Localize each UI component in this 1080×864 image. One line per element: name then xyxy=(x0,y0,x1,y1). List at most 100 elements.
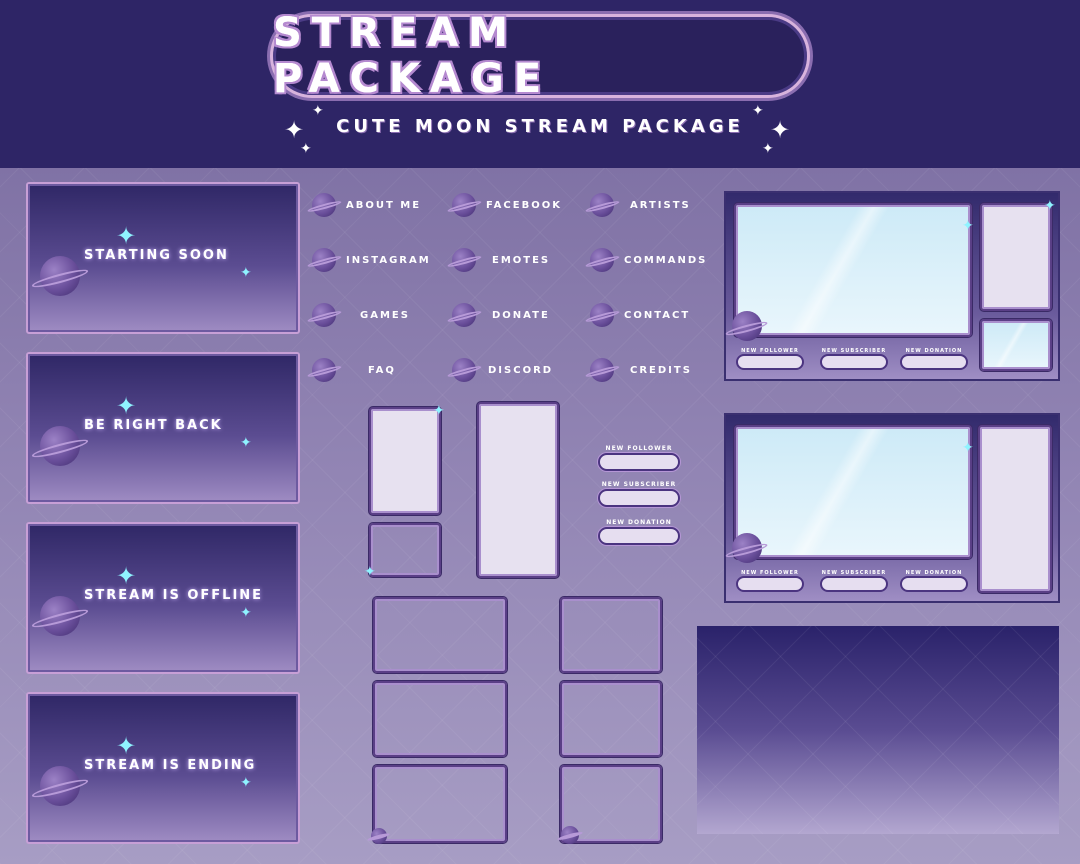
alert-new-subscriber: NEW SUBSCRIBER xyxy=(598,480,680,507)
webcam-frame xyxy=(373,765,507,843)
layout-label: NEW FOLLOWER xyxy=(741,570,799,576)
planet-icon xyxy=(732,533,762,563)
planet-icon xyxy=(590,358,614,382)
scene-stream-offline: ✦ ✦ STREAM IS OFFLINE xyxy=(26,522,300,674)
alert-box xyxy=(736,576,804,592)
panel-faq: FAQ xyxy=(312,355,396,385)
alert-box xyxy=(598,527,680,545)
sparkle-icon: ✦ xyxy=(240,265,252,281)
planet-icon xyxy=(312,303,336,327)
webcam-frame-vertical xyxy=(369,407,441,515)
header-banner: STREAM PACKAGE CUTE MOON STREAM PACKAGE … xyxy=(0,0,1080,168)
panel-label: CREDITS xyxy=(630,364,692,376)
sparkle-icon: ✦ xyxy=(240,435,252,451)
planet-icon xyxy=(590,303,614,327)
alert-new-donation: NEW DONATION xyxy=(598,518,680,545)
panel-label: ARTISTS xyxy=(630,199,691,211)
scene-label: STREAM IS ENDING xyxy=(84,758,257,773)
scene-label: STARTING SOON xyxy=(84,248,229,263)
webcam-frame xyxy=(560,681,662,757)
panel-artists: ARTISTS xyxy=(590,190,691,220)
sparkle-icon: ✦ xyxy=(284,116,305,144)
chat-frame xyxy=(477,402,559,578)
panel-about-me: ABOUT ME xyxy=(312,190,421,220)
game-screen-frame xyxy=(734,203,972,337)
planet-icon xyxy=(590,193,614,217)
panel-label: FACEBOOK xyxy=(486,199,562,211)
sparkle-icon: ✦ xyxy=(240,605,252,621)
planet-icon xyxy=(40,596,80,636)
panel-games: GAMES xyxy=(312,300,410,330)
sparkle-icon: ✦ xyxy=(364,564,376,580)
sparkle-icon: ✦ xyxy=(962,218,974,234)
sparkle-icon: ✦ xyxy=(770,116,791,144)
panel-commands: COMMANDS xyxy=(590,245,707,275)
panel-label: FAQ xyxy=(368,364,396,376)
sparkle-icon: ✦ xyxy=(300,141,312,157)
scene-starting-soon: ✦ ✦ STARTING SOON xyxy=(26,182,300,334)
page-subtitle: CUTE MOON STREAM PACKAGE xyxy=(336,116,744,137)
panel-label: EMOTES xyxy=(492,254,551,266)
alert-box xyxy=(736,354,804,370)
scene-stream-ending: ✦ ✦ STREAM IS ENDING xyxy=(26,692,300,844)
sparkle-icon: ✦ xyxy=(116,562,137,590)
planet-icon xyxy=(40,426,80,466)
scene-label: BE RIGHT BACK xyxy=(84,418,223,433)
alert-label: NEW DONATION xyxy=(606,519,672,526)
planet-icon xyxy=(371,828,387,844)
webcam-frame xyxy=(373,597,507,673)
alert-label: NEW FOLLOWER xyxy=(605,445,673,452)
panel-label: INSTAGRAM xyxy=(346,254,431,266)
planet-icon xyxy=(40,766,80,806)
layout-label: NEW FOLLOWER xyxy=(741,348,799,354)
sparkle-icon: ✦ xyxy=(240,775,252,791)
sparkle-icon: ✦ xyxy=(116,732,137,760)
layout-label: NEW DONATION xyxy=(905,348,963,354)
layout-label: NEW SUBSCRIBER xyxy=(821,348,887,354)
webcam-frame xyxy=(560,765,662,843)
planet-icon xyxy=(312,248,336,272)
panel-label: DONATE xyxy=(492,309,550,321)
alert-box xyxy=(598,453,680,471)
sparkle-icon: ✦ xyxy=(1044,198,1056,214)
scene-label: STREAM IS OFFLINE xyxy=(84,588,264,603)
alert-box xyxy=(820,354,888,370)
title-badge: STREAM PACKAGE xyxy=(270,10,810,102)
planet-icon xyxy=(452,303,476,327)
planet-icon xyxy=(732,311,762,341)
planet-icon xyxy=(590,248,614,272)
sparkle-icon: ✦ xyxy=(116,222,137,250)
planet-icon xyxy=(452,248,476,272)
planet-icon xyxy=(452,193,476,217)
planet-icon xyxy=(452,358,476,382)
planet-icon xyxy=(40,256,80,296)
panel-donate: DONATE xyxy=(452,300,550,330)
panel-credits: CREDITS xyxy=(590,355,692,385)
sparkle-icon: ✦ xyxy=(116,392,137,420)
layout-label: NEW SUBSCRIBER xyxy=(821,570,887,576)
panel-emotes: EMOTES xyxy=(452,245,550,275)
alert-label: NEW SUBSCRIBER xyxy=(601,481,677,488)
sparkle-icon: ✦ xyxy=(752,103,764,119)
sparkle-icon: ✦ xyxy=(433,403,445,419)
webcam-frame xyxy=(980,203,1052,311)
alert-box xyxy=(820,576,888,592)
sparkle-icon: ✦ xyxy=(312,103,324,119)
chat-frame xyxy=(978,425,1052,593)
alert-box xyxy=(900,354,968,370)
panel-instagram: INSTAGRAM xyxy=(312,245,431,275)
game-screen-frame xyxy=(734,425,972,559)
alert-box xyxy=(900,576,968,592)
layout-label: NEW DONATION xyxy=(905,570,963,576)
planet-icon xyxy=(312,193,336,217)
webcam-frame xyxy=(373,681,507,757)
alert-box xyxy=(598,489,680,507)
stream-layout-1: NEW FOLLOWER NEW SUBSCRIBER NEW DONATION… xyxy=(724,191,1060,381)
stream-layout-2: NEW FOLLOWER NEW SUBSCRIBER NEW DONATION… xyxy=(724,413,1060,603)
page-title: STREAM PACKAGE xyxy=(273,10,552,102)
panel-label: DISCORD xyxy=(488,364,554,376)
panel-facebook: FACEBOOK xyxy=(452,190,562,220)
webcam-frame xyxy=(560,597,662,673)
webcam-frame-small xyxy=(369,523,441,577)
panel-label: GAMES xyxy=(360,309,410,321)
